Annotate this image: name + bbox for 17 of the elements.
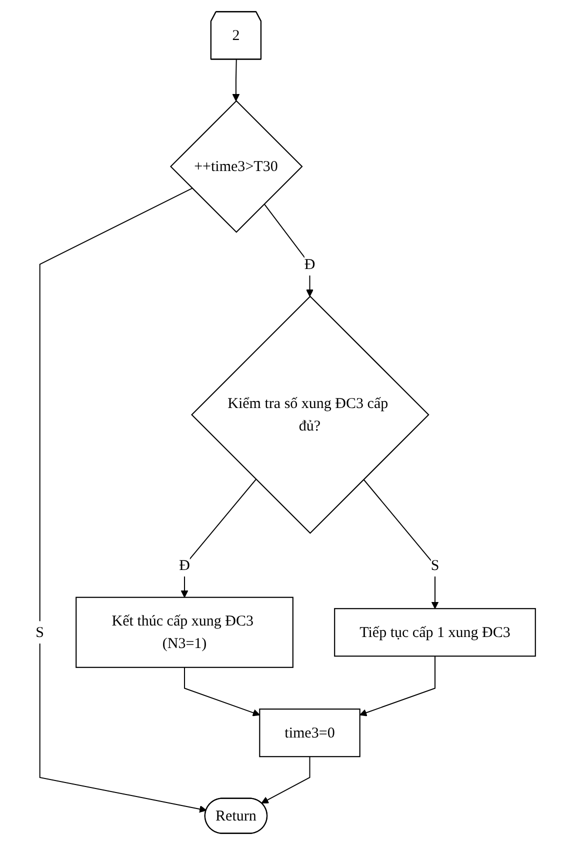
edge-label: S	[36, 624, 44, 640]
edge-label: Đ	[179, 556, 190, 574]
node-box: time3=0	[259, 708, 360, 758]
arrow	[363, 478, 439, 609]
arrow	[359, 656, 436, 716]
arrow	[180, 478, 256, 598]
arrow	[232, 59, 240, 102]
edge-label: S	[430, 556, 440, 574]
node-box: Kết thúc cấp xung ĐC3 (N3=1)	[76, 596, 294, 668]
arrow	[261, 756, 310, 804]
arrow	[184, 666, 260, 716]
arrow	[264, 203, 314, 297]
node-diamond: ++time3>T30	[170, 100, 303, 233]
node-box: Tiếp tục cấp 1 xung ĐC3	[334, 608, 536, 657]
node-diamond: Kiểm tra số xung ĐC3 cấp đủ?	[190, 296, 430, 534]
edge-label: Đ	[304, 256, 316, 272]
arrow	[39, 188, 207, 813]
